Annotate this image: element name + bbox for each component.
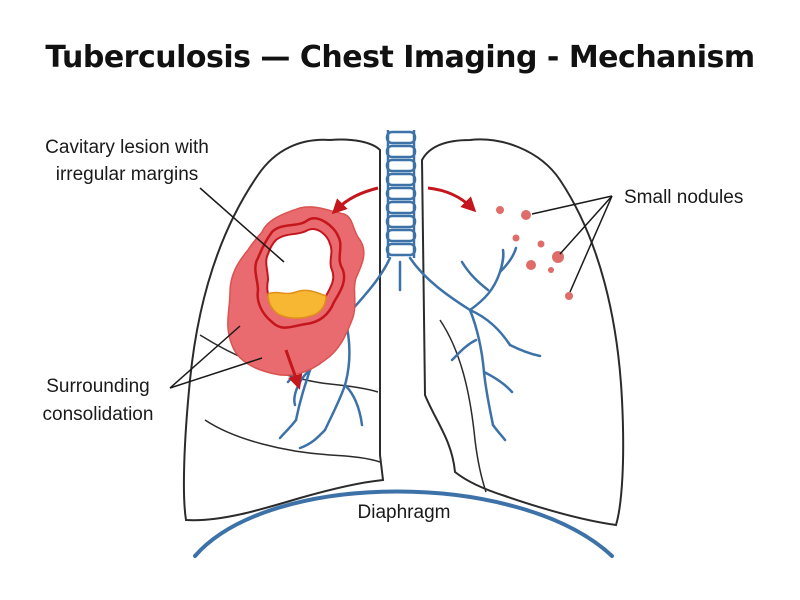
cavity-margin: [254, 217, 346, 329]
spread-arrow-down: [284, 349, 303, 390]
nodule: [526, 260, 536, 270]
right-lung-fissure: [199, 334, 379, 393]
left-lung-fissure: [439, 319, 487, 493]
nodule: [512, 234, 520, 242]
page-title: Tuberculosis — Chest Imaging - Mechanism: [45, 40, 755, 75]
label-cavitary-line2: irregular margins: [56, 164, 199, 185]
cavity-fluid-level: [267, 289, 327, 319]
leader-lines: [169, 187, 613, 389]
nodule: [548, 267, 554, 273]
label-cavitary-line1: Cavitary lesion with: [45, 137, 209, 158]
label-diaphragm: Diaphragm: [358, 502, 451, 523]
trachea: [385, 130, 417, 258]
label-consolidation-line1: Surrounding: [46, 376, 150, 397]
label-consolidation-line2: consolidation: [43, 404, 154, 425]
label-small-nodules: Small nodules: [624, 187, 743, 208]
left-lung-outline: [420, 138, 625, 527]
nodule: [552, 251, 564, 263]
nodule: [537, 240, 545, 248]
small-nodules: [496, 206, 573, 300]
nodule: [565, 292, 573, 300]
right-lung-inner-line: [204, 419, 381, 463]
nodule: [521, 210, 531, 220]
diaphragm-curve: [193, 489, 614, 558]
spread-arrow-right: [427, 186, 477, 213]
spread-arrow-left: [331, 186, 379, 215]
nodule: [496, 206, 504, 214]
